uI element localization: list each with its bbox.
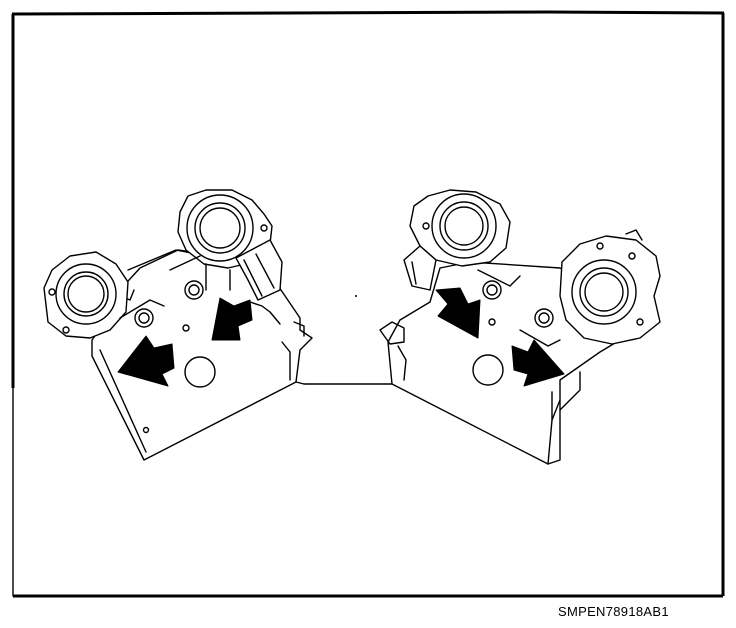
centerline bbox=[303, 295, 393, 385]
arrow-right-lower bbox=[511, 339, 565, 387]
arrow-left-lower bbox=[117, 335, 175, 387]
left-cylinder-head bbox=[43, 189, 313, 461]
arrow-right-upper bbox=[435, 287, 481, 339]
diagram-frame bbox=[11, 10, 725, 598]
right-cylinder-head bbox=[379, 189, 661, 465]
arrow-left-upper bbox=[211, 297, 253, 341]
figure-code: SMPEN78918AB1 bbox=[558, 604, 669, 619]
